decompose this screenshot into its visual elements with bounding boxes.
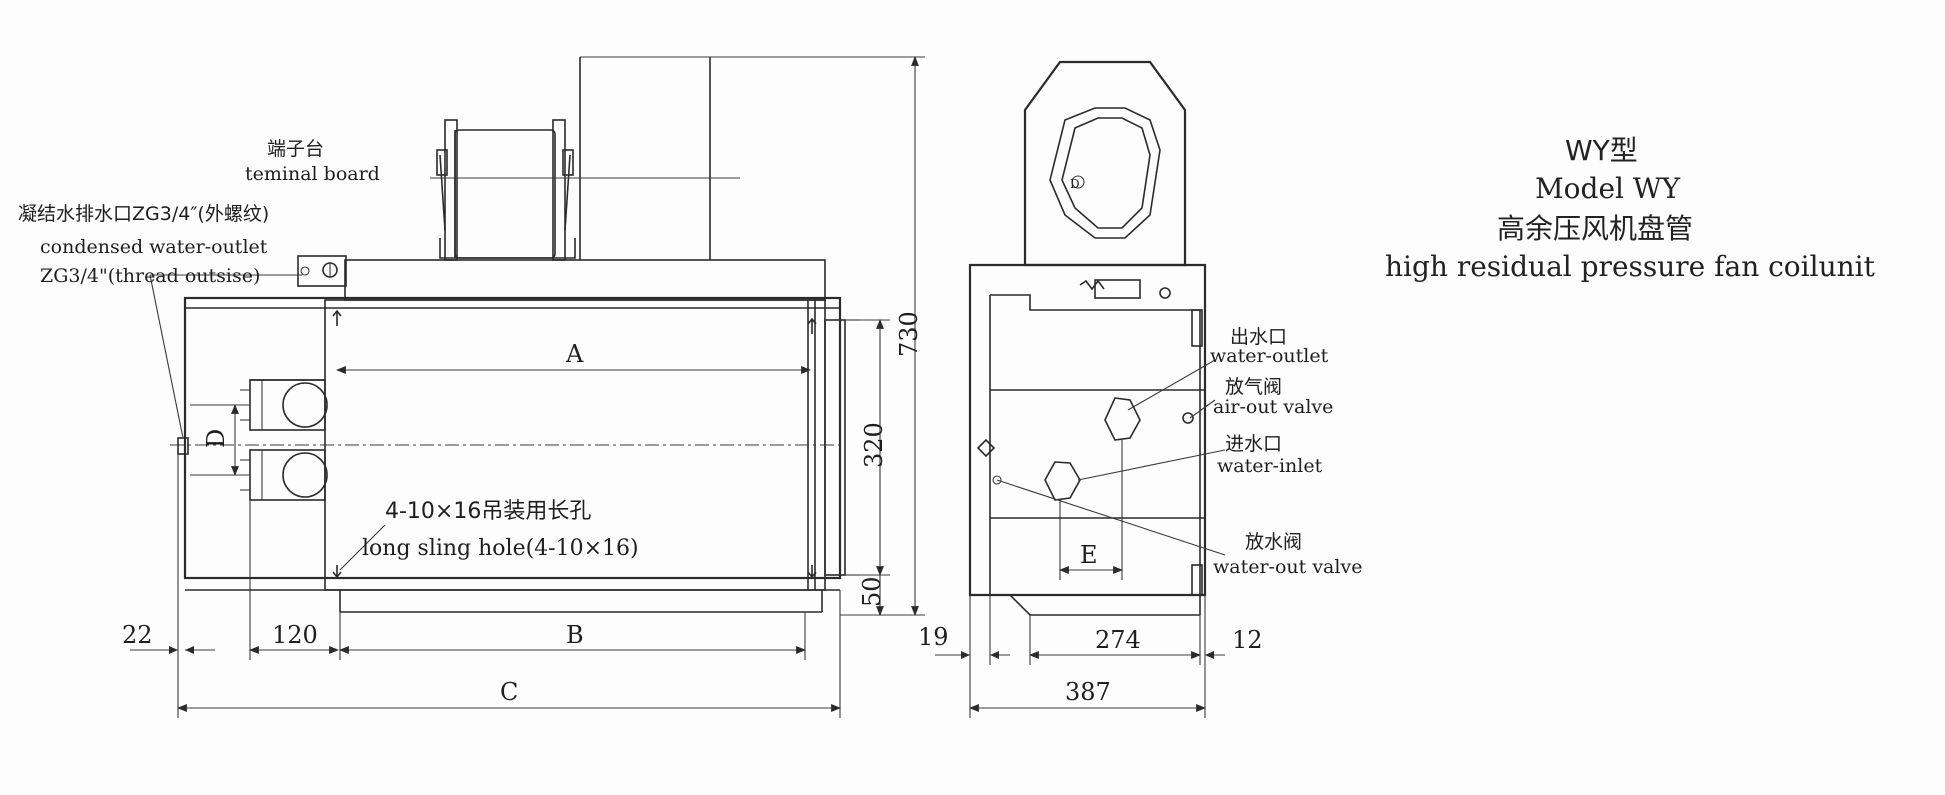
side-view: D (935, 60, 1226, 718)
dim-22-label: 22 (122, 621, 153, 649)
condensed-label-cn: 凝结水排水口ZG3/4″(外螺纹) (18, 203, 269, 225)
dim-d-label: D (202, 429, 230, 448)
water-outlet-label-cn: 出水口 (1230, 326, 1287, 348)
title-model-en: Model WY (1535, 172, 1681, 205)
dim-c-label: C (500, 678, 518, 706)
sling-label-cn: 4-10×16吊装用长孔 (385, 499, 591, 524)
water-inlet-label-cn: 进水口 (1225, 433, 1282, 455)
title-name-cn: 高余压风机盘管 (1497, 212, 1693, 245)
air-valve-label-cn: 放气阀 (1225, 376, 1282, 398)
dim-120-label: 120 (272, 621, 318, 649)
terminal-board (297, 255, 347, 287)
front-view (130, 56, 925, 718)
condensed-label-en2: ZG3/4"(thread outsise) (40, 265, 260, 287)
dim-19-label: 19 (918, 623, 949, 651)
dim-12-label: 12 (1232, 626, 1263, 654)
water-outlet-label-en: water-outlet (1210, 345, 1329, 367)
water-out-valve-label-en: water-out valve (1213, 556, 1362, 578)
dim-50-label: 50 (858, 576, 886, 607)
water-inlet-label-en: water-inlet (1217, 455, 1323, 477)
fan-housing (1023, 60, 1187, 267)
title-name-en: high residual pressure fan coilunit (1385, 250, 1876, 283)
terminal-label-en: teminal board (245, 163, 380, 185)
svg-text:D: D (1070, 177, 1080, 191)
dim-e-label: E (1080, 541, 1098, 569)
water-outlet-fitting (1104, 397, 1141, 441)
dim-274-label: 274 (1095, 626, 1141, 654)
dim-320-label: 320 (860, 422, 888, 468)
air-valve-label-en: air-out valve (1213, 396, 1333, 418)
terminal-label-cn: 端子台 (267, 138, 324, 160)
dim-387-label: 387 (1065, 678, 1111, 706)
condensed-label-en1: condensed water-outlet (40, 236, 268, 258)
sling-label-en: long sling hole(4-10×16) (362, 536, 639, 561)
pipe-lower (249, 449, 326, 501)
pipe-upper (249, 379, 326, 431)
title-model-cn: WY型 (1565, 134, 1638, 167)
fan-motor (454, 129, 556, 259)
water-out-valve-label-cn: 放水阀 (1245, 531, 1302, 553)
dim-a-label: A (565, 340, 584, 368)
dim-730-label: 730 (895, 311, 923, 357)
water-inlet-fitting (1044, 461, 1081, 501)
dim-b-label: B (566, 621, 584, 649)
